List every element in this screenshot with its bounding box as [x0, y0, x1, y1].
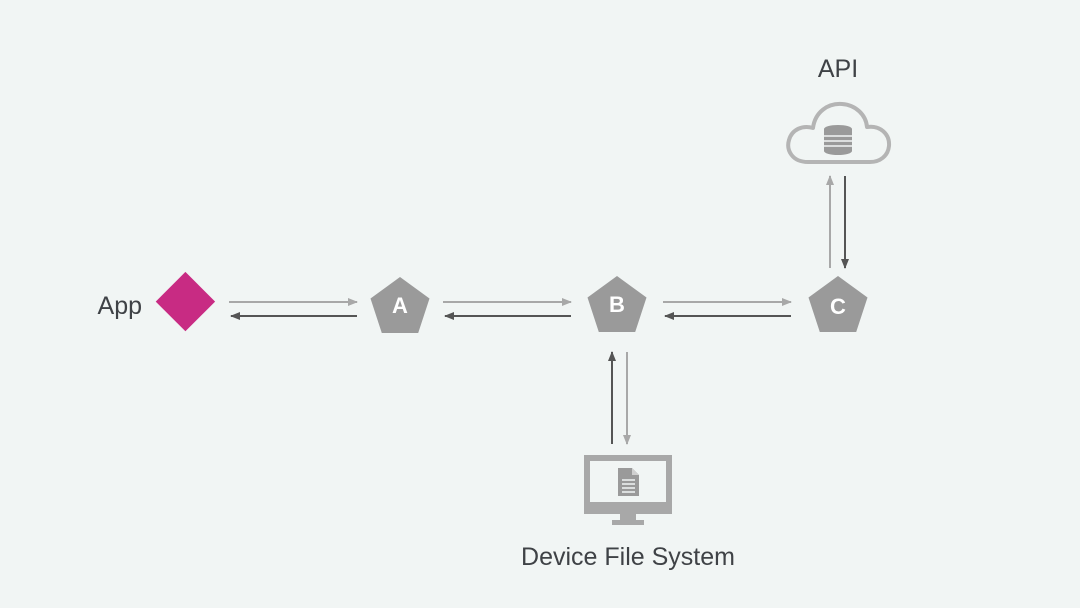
- monitor-base: [612, 520, 644, 525]
- node-b-pentagon: [587, 276, 647, 332]
- database-icon: [824, 125, 852, 155]
- app-diamond[interactable]: [155, 271, 216, 332]
- api-label: API: [818, 55, 858, 83]
- node-a-letter: A: [392, 293, 408, 318]
- cloud-database-icon[interactable]: [786, 101, 892, 164]
- node-c[interactable]: C: [808, 276, 868, 332]
- cloud-outline: [786, 101, 892, 164]
- node-c-pentagon: [808, 276, 868, 332]
- node-a[interactable]: A: [370, 277, 430, 333]
- file-system-label: Device File System: [521, 543, 735, 571]
- node-b-letter: B: [609, 292, 625, 317]
- monitor-neck: [620, 514, 636, 520]
- node-b[interactable]: B: [587, 276, 647, 332]
- node-a-pentagon: [370, 277, 430, 333]
- document-icon: [618, 468, 639, 496]
- node-c-letter: C: [830, 294, 846, 319]
- app-label: App: [98, 292, 142, 320]
- monitor-document-icon[interactable]: [584, 455, 672, 525]
